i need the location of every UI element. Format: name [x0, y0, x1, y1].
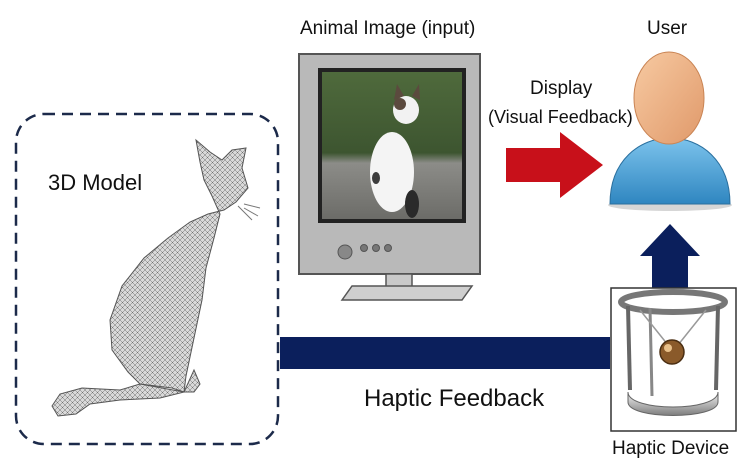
animal-image-label: Animal Image (input) [300, 18, 475, 39]
haptic-device-label: Haptic Device [612, 438, 729, 459]
wireframe-cat-icon [51, 138, 261, 417]
model-dashed-box [14, 112, 280, 446]
display-label: Display [530, 78, 593, 99]
visual-feedback-label: (Visual Feedback) [488, 107, 633, 127]
haptic-feedback-label: Haptic Feedback [364, 385, 545, 412]
haptic-device-icon [618, 289, 728, 416]
user-label: User [647, 18, 688, 39]
device-to-user-arrow [640, 224, 700, 288]
monitor-icon [298, 53, 481, 301]
cat-photo [370, 84, 420, 218]
user-avatar-icon [608, 51, 732, 211]
haptic-feedback-bar [280, 337, 610, 369]
display-arrow [506, 132, 603, 198]
model-label: 3D Model [48, 170, 142, 195]
